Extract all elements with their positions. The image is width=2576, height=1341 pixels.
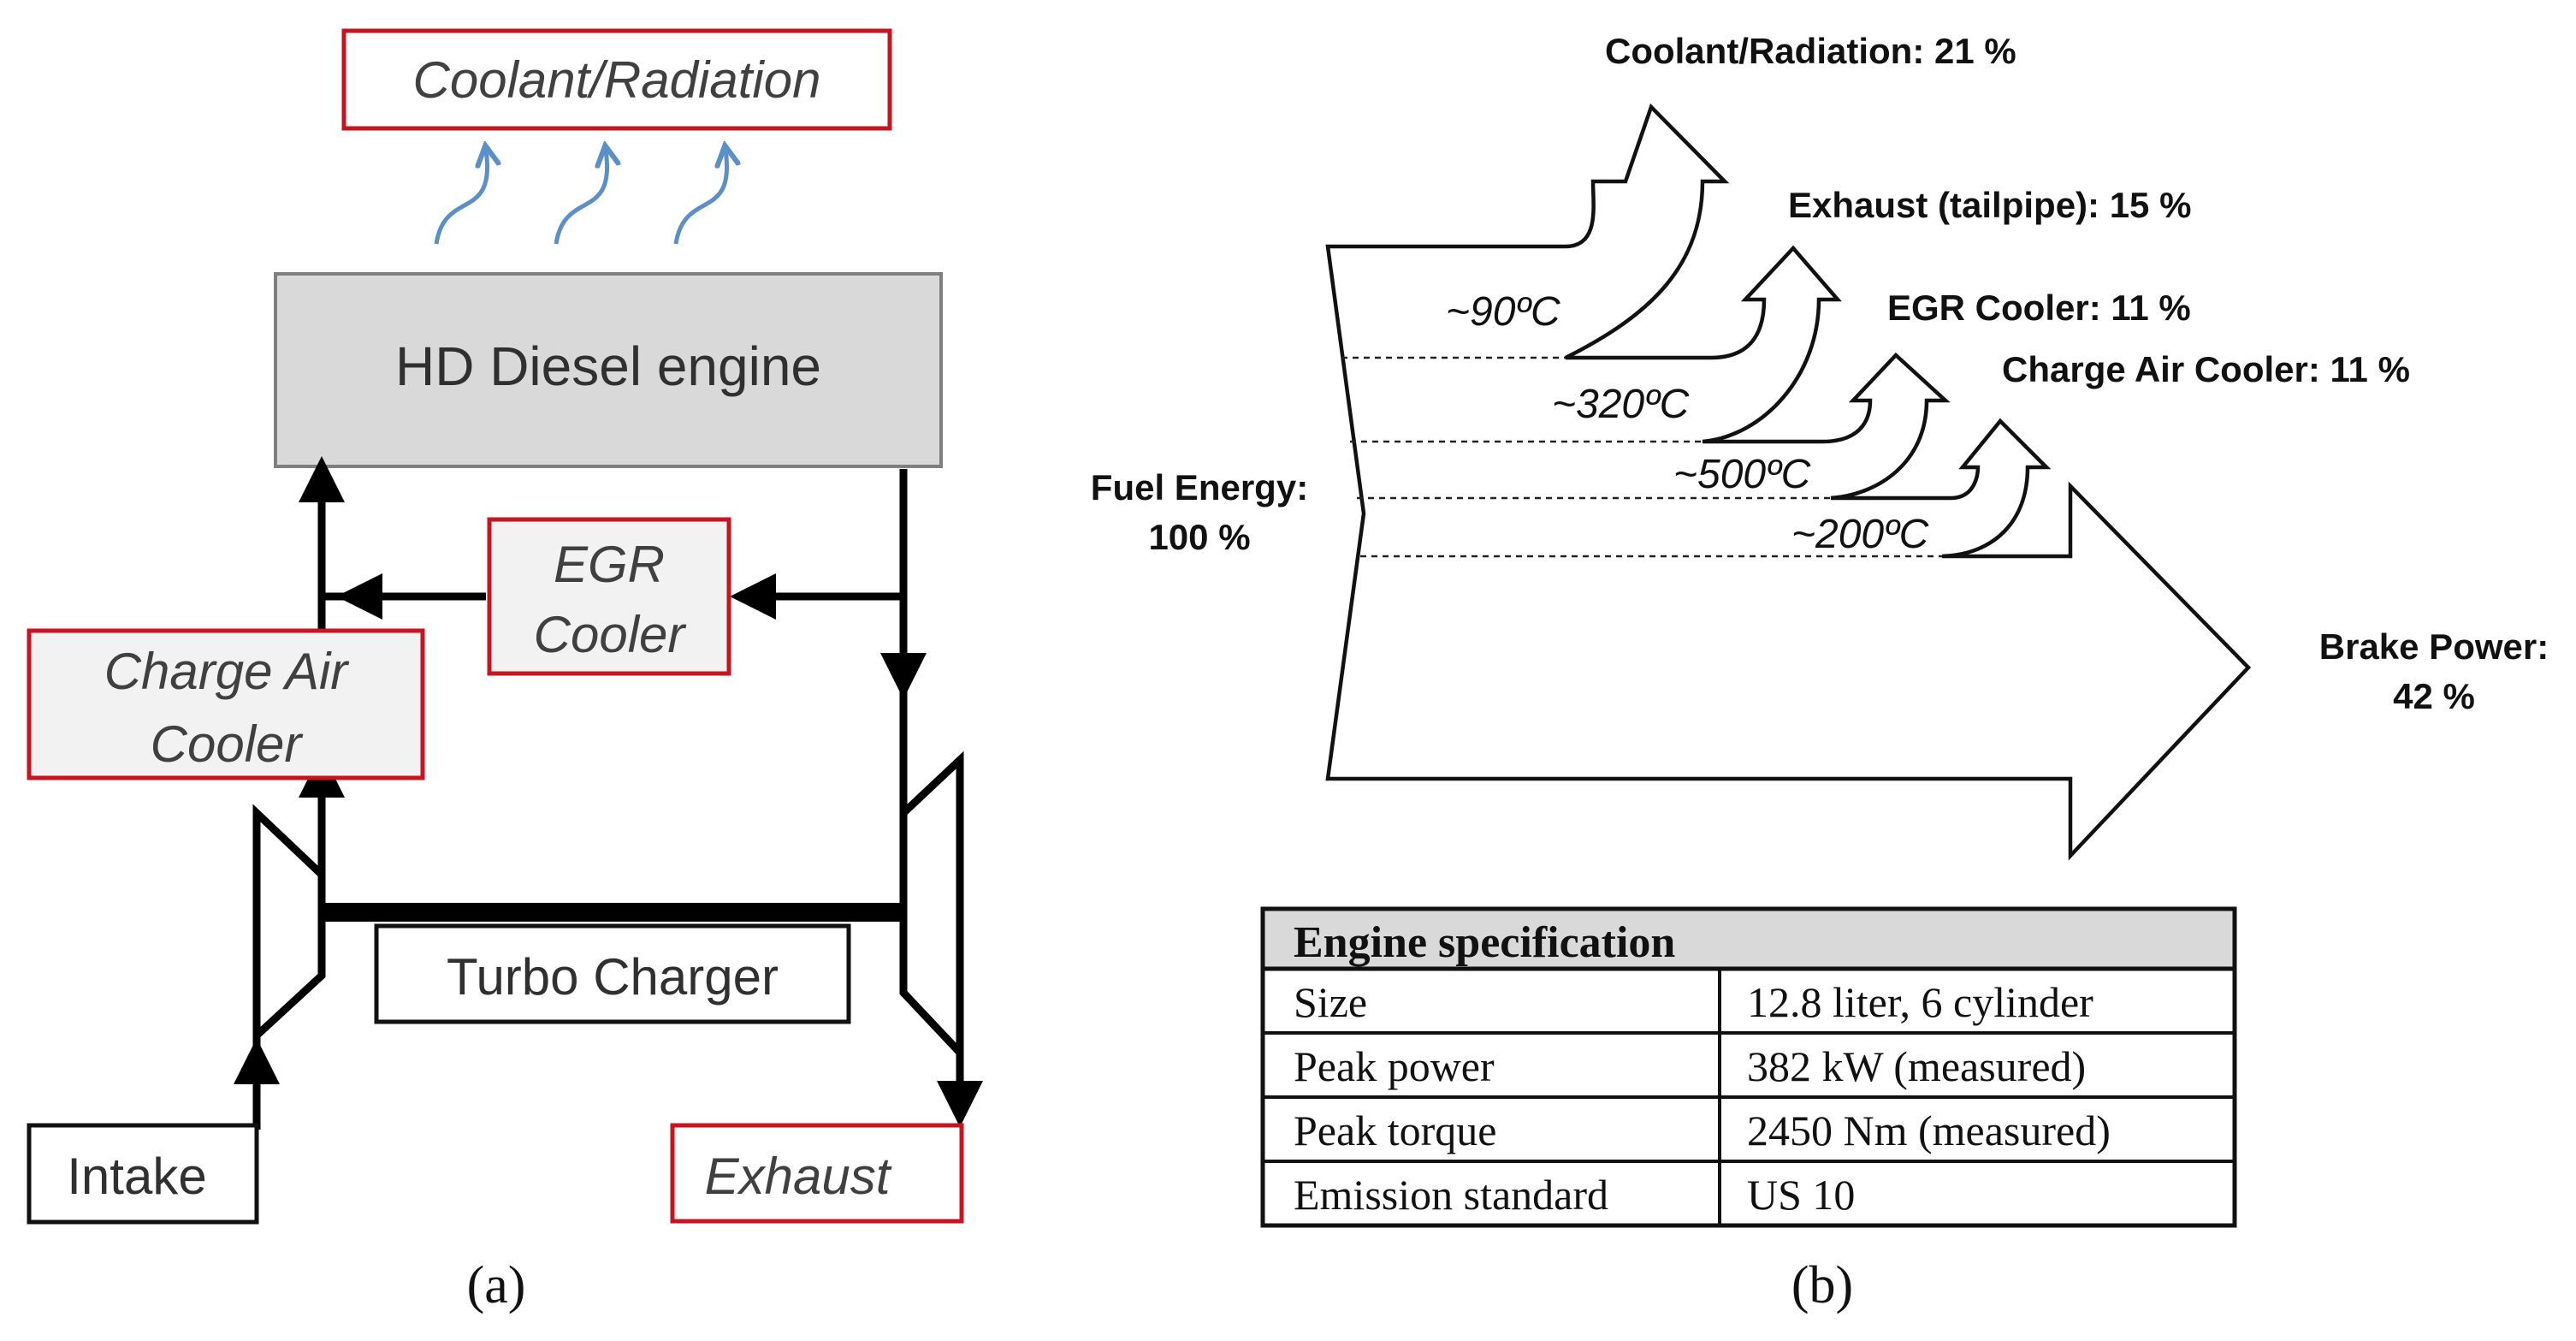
spec-row-4-label: Emission standard — [1294, 1171, 1608, 1219]
turbine-shape — [899, 751, 964, 1063]
label-egr: EGR Cooler: 11 % — [1887, 288, 2191, 328]
turbo-charger-label: Turbo Charger — [447, 948, 779, 1006]
temp-charge-air: ~200ºC — [1791, 512, 1929, 557]
exhaust-label: Exhaust — [705, 1148, 892, 1205]
caption-a: (a) — [467, 1256, 526, 1314]
heat-arrow-icon — [434, 150, 488, 245]
engine-label: HD Diesel engine — [395, 335, 821, 397]
heat-arrow-icon — [554, 150, 607, 245]
intake-label: Intake — [67, 1148, 206, 1205]
spec-row-2-label: Peak power — [1294, 1042, 1495, 1090]
engine-box — [274, 272, 943, 468]
panel-b-sankey: ~90ºC ~320ºC ~500ºC ~200ºC Coolant/Radia… — [1091, 31, 2549, 1314]
spec-row-2-value: 382 kW (measured) — [1747, 1042, 2086, 1090]
turbo-charger-box — [374, 923, 851, 1024]
heat-arrows — [434, 150, 727, 245]
exhaust-box — [670, 1123, 964, 1224]
spec-table-title: Engine specification — [1294, 918, 1675, 967]
coolant-radiation-label: Coolant/Radiation — [413, 51, 821, 109]
label-fuel-2: 100 % — [1148, 517, 1250, 557]
label-coolant: Coolant/Radiation: 21 % — [1605, 31, 2016, 71]
panel-a-schematic: Coolant/Radiation HD Diesel engine — [27, 28, 983, 1314]
temp-coolant: ~90ºC — [1446, 289, 1560, 335]
engine-spec-table: Engine specification Size 12.8 liter, 6 … — [1260, 906, 2237, 1228]
charge-air-cooler-label-1: Charge Air — [104, 643, 350, 700]
sankey-main-flow — [1325, 103, 2252, 861]
egr-cooler-label-1: EGR — [554, 536, 665, 593]
egr-cooler-label-2: Cooler — [534, 606, 687, 663]
temp-exhaust: ~320ºC — [1552, 382, 1690, 427]
spec-row-3-label: Peak torque — [1294, 1107, 1496, 1154]
spec-row-4-value: US 10 — [1747, 1171, 1855, 1219]
intake-box — [27, 1123, 259, 1225]
charge-air-cooler-box — [27, 628, 425, 780]
caption-b: (b) — [1791, 1256, 1853, 1314]
spec-row-1-value: 12.8 liter, 6 cylinder — [1747, 978, 2093, 1026]
spec-row-1-label: Size — [1294, 978, 1367, 1026]
charge-air-cooler-label-2: Cooler — [151, 715, 304, 773]
label-brake-1: Brake Power: — [2319, 626, 2549, 667]
spec-row-3-value: 2450 Nm (measured) — [1747, 1107, 2111, 1154]
coolant-radiation-box — [341, 28, 892, 131]
label-brake-2: 42 % — [2393, 676, 2475, 716]
compressor-shape — [252, 804, 326, 1045]
heat-arrow-icon — [673, 150, 727, 245]
temp-egr: ~500ºC — [1673, 452, 1811, 497]
egr-cooler-box — [487, 517, 731, 676]
label-fuel-1: Fuel Energy: — [1091, 467, 1308, 507]
label-exhaust: Exhaust (tailpipe): 15 % — [1788, 185, 2191, 225]
label-charge-air: Charge Air Cooler: 11 % — [2002, 349, 2410, 389]
